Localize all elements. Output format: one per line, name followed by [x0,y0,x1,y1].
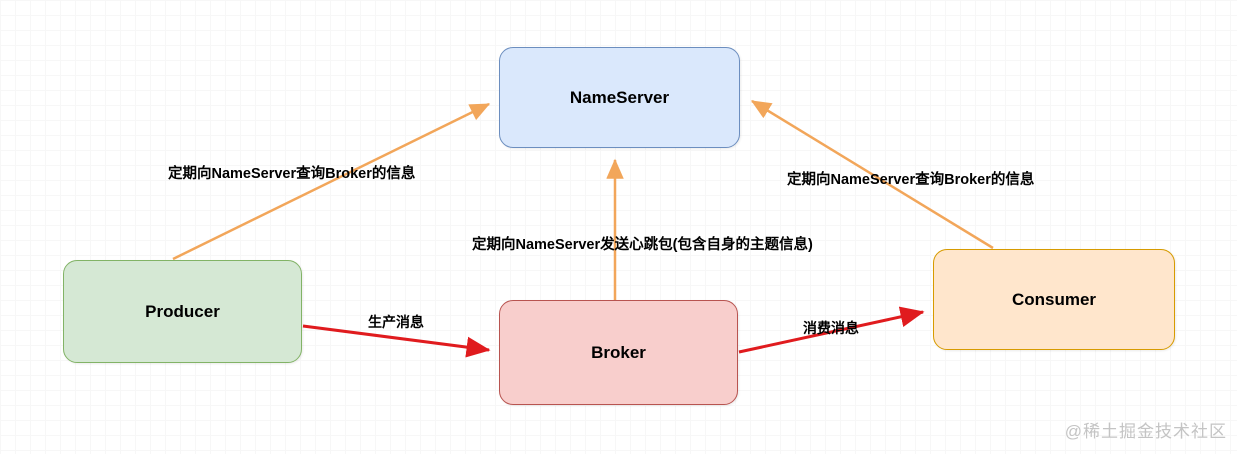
node-consumer-label: Consumer [1011,289,1097,309]
watermark: @稀土掘金技术社区 [1064,422,1227,441]
node-consumer: Consumer [933,249,1175,350]
edge-label-producer-query-nameserver: 定期向NameServer查询Broker的信息 [168,166,416,182]
node-broker: Broker [499,300,738,405]
node-producer: Producer [63,260,302,363]
node-broker-label: Broker [591,342,646,362]
node-producer-label: Producer [145,301,220,321]
node-nameserver: NameServer [499,47,740,148]
edge-label-produce-message: 生产消息 [368,314,424,330]
node-nameserver-label: NameServer [569,87,670,107]
edge-label-broker-heartbeat-nameserver: 定期向NameServer发送心跳包(包含自身的主题信息) [472,237,813,253]
edge-label-consume-message: 消费消息 [803,320,859,336]
edge-label-consumer-query-nameserver: 定期向NameServer查询Broker的信息 [787,172,1035,188]
